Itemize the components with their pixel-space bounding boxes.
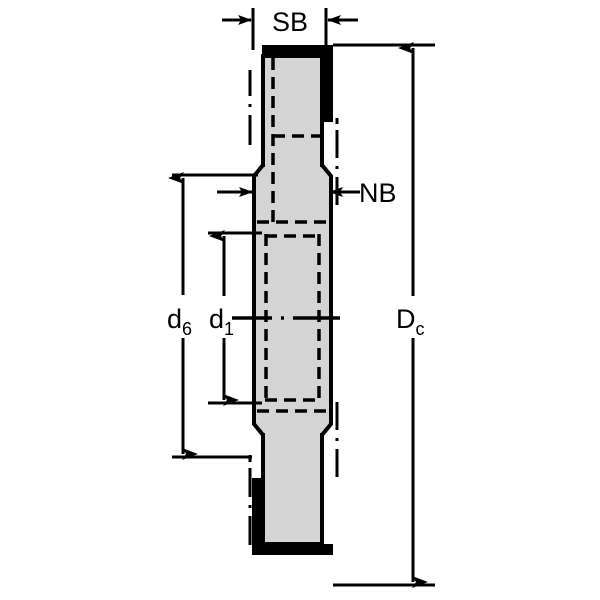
dimension-SB: SB bbox=[222, 7, 358, 50]
dimension-d6: d6 bbox=[167, 172, 252, 460]
rim-flange-bottom bbox=[252, 478, 333, 555]
dimension-d1: d1 bbox=[208, 230, 262, 406]
dimension-label-SB: SB bbox=[272, 7, 308, 37]
dimension-Dc: Dc bbox=[333, 42, 435, 588]
dimension-label-d1: d1 bbox=[209, 304, 234, 339]
dimension-label-d6: d6 bbox=[167, 304, 192, 339]
dimension-label-Dc: Dc bbox=[396, 304, 425, 339]
part-geometry bbox=[232, 45, 340, 555]
rim-flange-top bbox=[262, 45, 333, 122]
dimension-label-NB: NB bbox=[359, 178, 397, 208]
